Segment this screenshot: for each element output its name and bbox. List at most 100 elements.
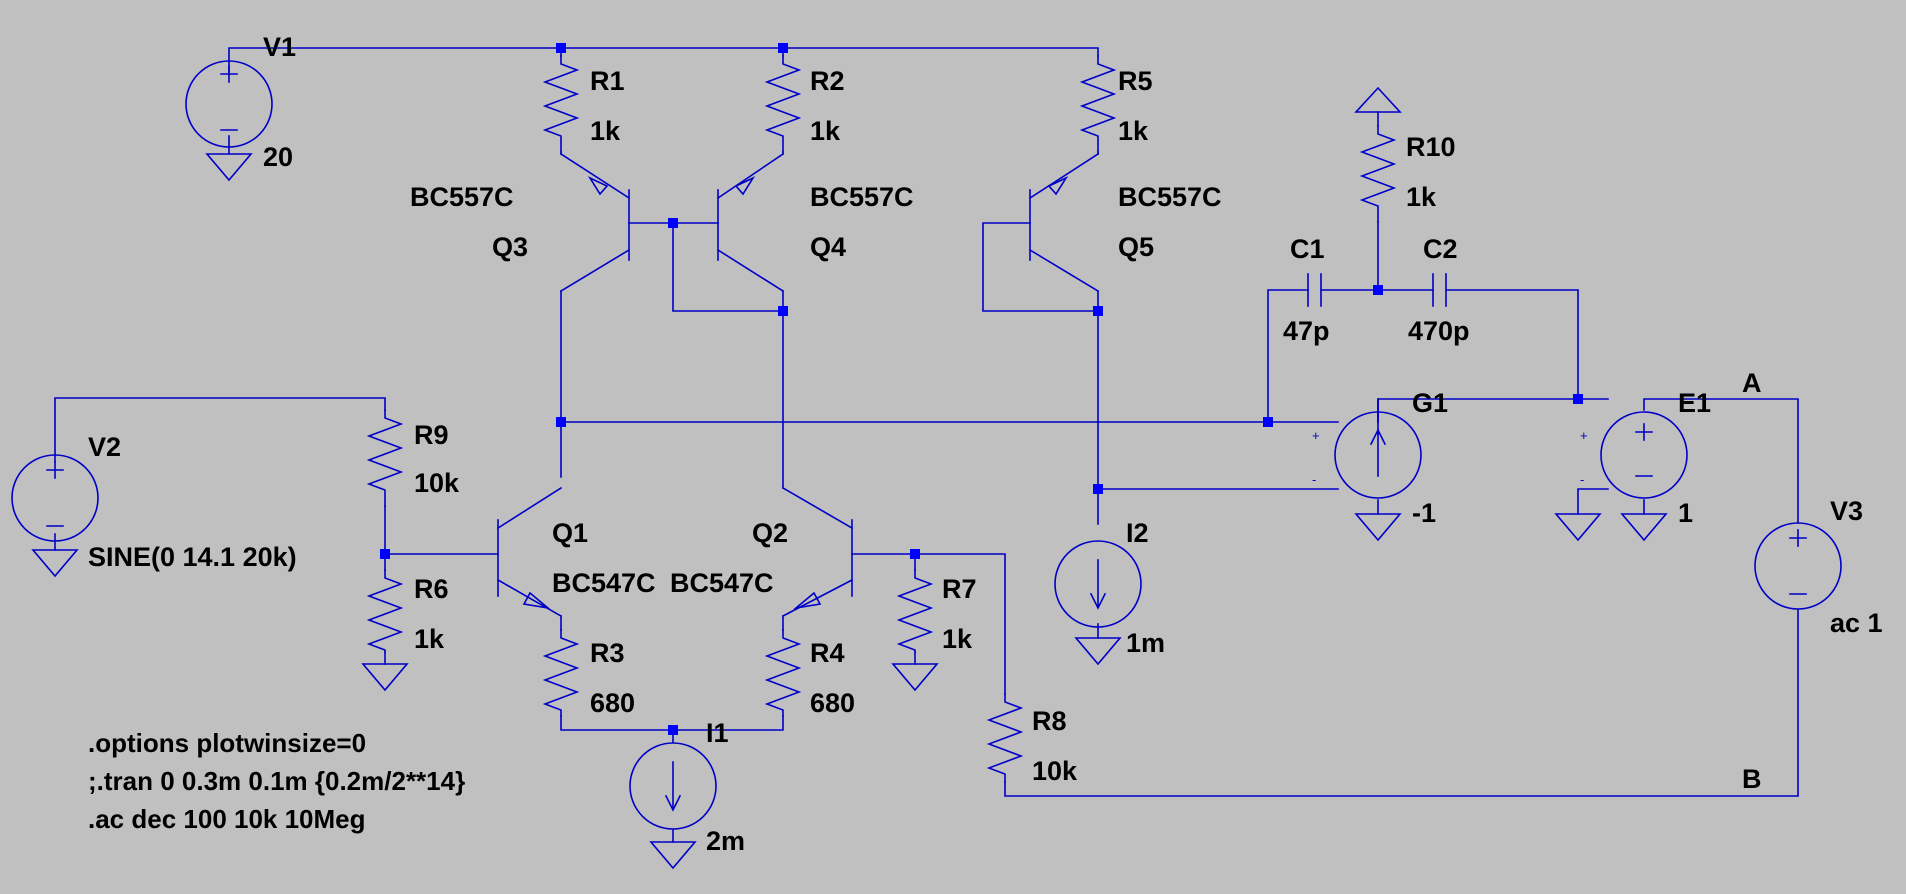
junction-dot [778, 43, 788, 53]
g1-name: G1 [1412, 388, 1448, 418]
v1-value: 20 [263, 142, 293, 172]
ground-icon [1354, 513, 1402, 542]
r5-symbol [1079, 55, 1117, 153]
wire-v3-b [1004, 609, 1799, 797]
junction-dot [1373, 285, 1383, 295]
directive-line-2: ;.tran 0 0.3m 0.1m {0.2m/2**14} [88, 766, 465, 796]
q4-model: BC557C [810, 182, 914, 212]
q2-model: BC547C [670, 568, 774, 598]
ground-icon [1620, 513, 1668, 542]
directive-line-1: .options plotwinsize=0 [88, 728, 366, 758]
junction-dot [1093, 306, 1103, 316]
i1-symbol [629, 742, 717, 830]
junction-dot [910, 549, 920, 559]
c1-name: C1 [1290, 234, 1325, 264]
ground-icon [31, 549, 79, 578]
wire-q2-base-fb [851, 553, 1006, 695]
r2-value: 1k [810, 116, 841, 146]
r4-symbol [764, 629, 802, 717]
g1-value: -1 [1412, 498, 1436, 528]
v2-value: SINE(0 14.1 20k) [88, 542, 297, 572]
ground-icon [361, 663, 409, 692]
wires [54, 47, 1799, 843]
q3-name: Q3 [492, 232, 528, 262]
junctions [380, 43, 1583, 735]
v1-symbol [185, 60, 273, 148]
q3-symbol [559, 152, 631, 293]
svg-text:+: + [1580, 428, 1588, 443]
q1-model: BC547C [552, 568, 656, 598]
wire-e1-out-a [1643, 398, 1799, 523]
wire-c2-right [1445, 289, 1579, 400]
r8-symbol [986, 693, 1024, 783]
v1-name: V1 [263, 32, 296, 62]
i1-name: I1 [706, 718, 729, 748]
labels: V1 20 R1 1k R2 1k R5 1k R10 1k BC557C Q3… [88, 32, 1883, 856]
g1-symbol: + - [1312, 411, 1422, 499]
supply-arrow-icon [1354, 86, 1402, 113]
r5-value: 1k [1118, 116, 1149, 146]
svg-text:-: - [1580, 472, 1584, 487]
r1-value: 1k [590, 116, 621, 146]
e1-symbol: + - [1580, 411, 1688, 499]
net-label-a: A [1742, 368, 1762, 398]
q3-model: BC557C [410, 182, 514, 212]
q2-symbol [781, 486, 854, 618]
junction-dot [556, 417, 566, 427]
capacitor-symbols [1307, 273, 1447, 307]
ground-icon [205, 153, 253, 182]
i2-name: I2 [1126, 518, 1149, 548]
r6-value: 1k [414, 624, 445, 654]
r8-name: R8 [1032, 706, 1067, 736]
q1-name: Q1 [552, 518, 588, 548]
r10-symbol [1359, 125, 1397, 223]
r2-symbol [764, 55, 802, 153]
wire-v1-rail [228, 47, 1099, 73]
e1-value: 1 [1678, 498, 1693, 528]
r10-value: 1k [1406, 182, 1437, 212]
junction-dot [1573, 394, 1583, 404]
r7-name: R7 [942, 574, 977, 604]
q1-symbol [496, 486, 563, 618]
q4-name: Q4 [810, 232, 846, 262]
wire-v2-top [54, 397, 386, 463]
net-label-b: B [1742, 764, 1762, 794]
r4-name: R4 [810, 638, 845, 668]
junction-dot [778, 306, 788, 316]
v3-value: ac 1 [1830, 608, 1883, 638]
c2-value: 470p [1408, 316, 1470, 346]
r7-symbol [896, 569, 934, 653]
wire-c1-left [1267, 289, 1309, 423]
e1-name: E1 [1678, 388, 1711, 418]
q5-model: BC557C [1118, 182, 1222, 212]
resistor-symbols [366, 55, 1397, 783]
q2-name: Q2 [752, 518, 788, 548]
source-symbols: + - + - [11, 60, 1842, 830]
q5-symbol [1028, 152, 1100, 293]
r7-value: 1k [942, 624, 973, 654]
transistor-symbols [496, 152, 1100, 618]
v3-symbol [1754, 522, 1842, 610]
r1-symbol [542, 55, 580, 153]
v2-symbol [11, 454, 99, 542]
i2-symbol [1054, 540, 1142, 628]
i2-value: 1m [1126, 628, 1165, 658]
wire-e1-minus-gnd [1577, 488, 1609, 515]
r6-name: R6 [414, 574, 449, 604]
r9-symbol [366, 409, 404, 507]
r3-value: 680 [590, 688, 635, 718]
junction-dot [668, 725, 678, 735]
svg-text:+: + [1312, 428, 1320, 443]
r9-name: R9 [414, 420, 449, 450]
v2-name: V2 [88, 432, 121, 462]
c2-name: C2 [1423, 234, 1458, 264]
svg-text:-: - [1312, 472, 1316, 487]
r2-name: R2 [810, 66, 845, 96]
ground-icon [649, 841, 697, 870]
junction-dot [556, 43, 566, 53]
junction-dot [1093, 484, 1103, 494]
v3-name: V3 [1830, 496, 1863, 526]
r10-name: R10 [1406, 132, 1456, 162]
i1-value: 2m [706, 826, 745, 856]
